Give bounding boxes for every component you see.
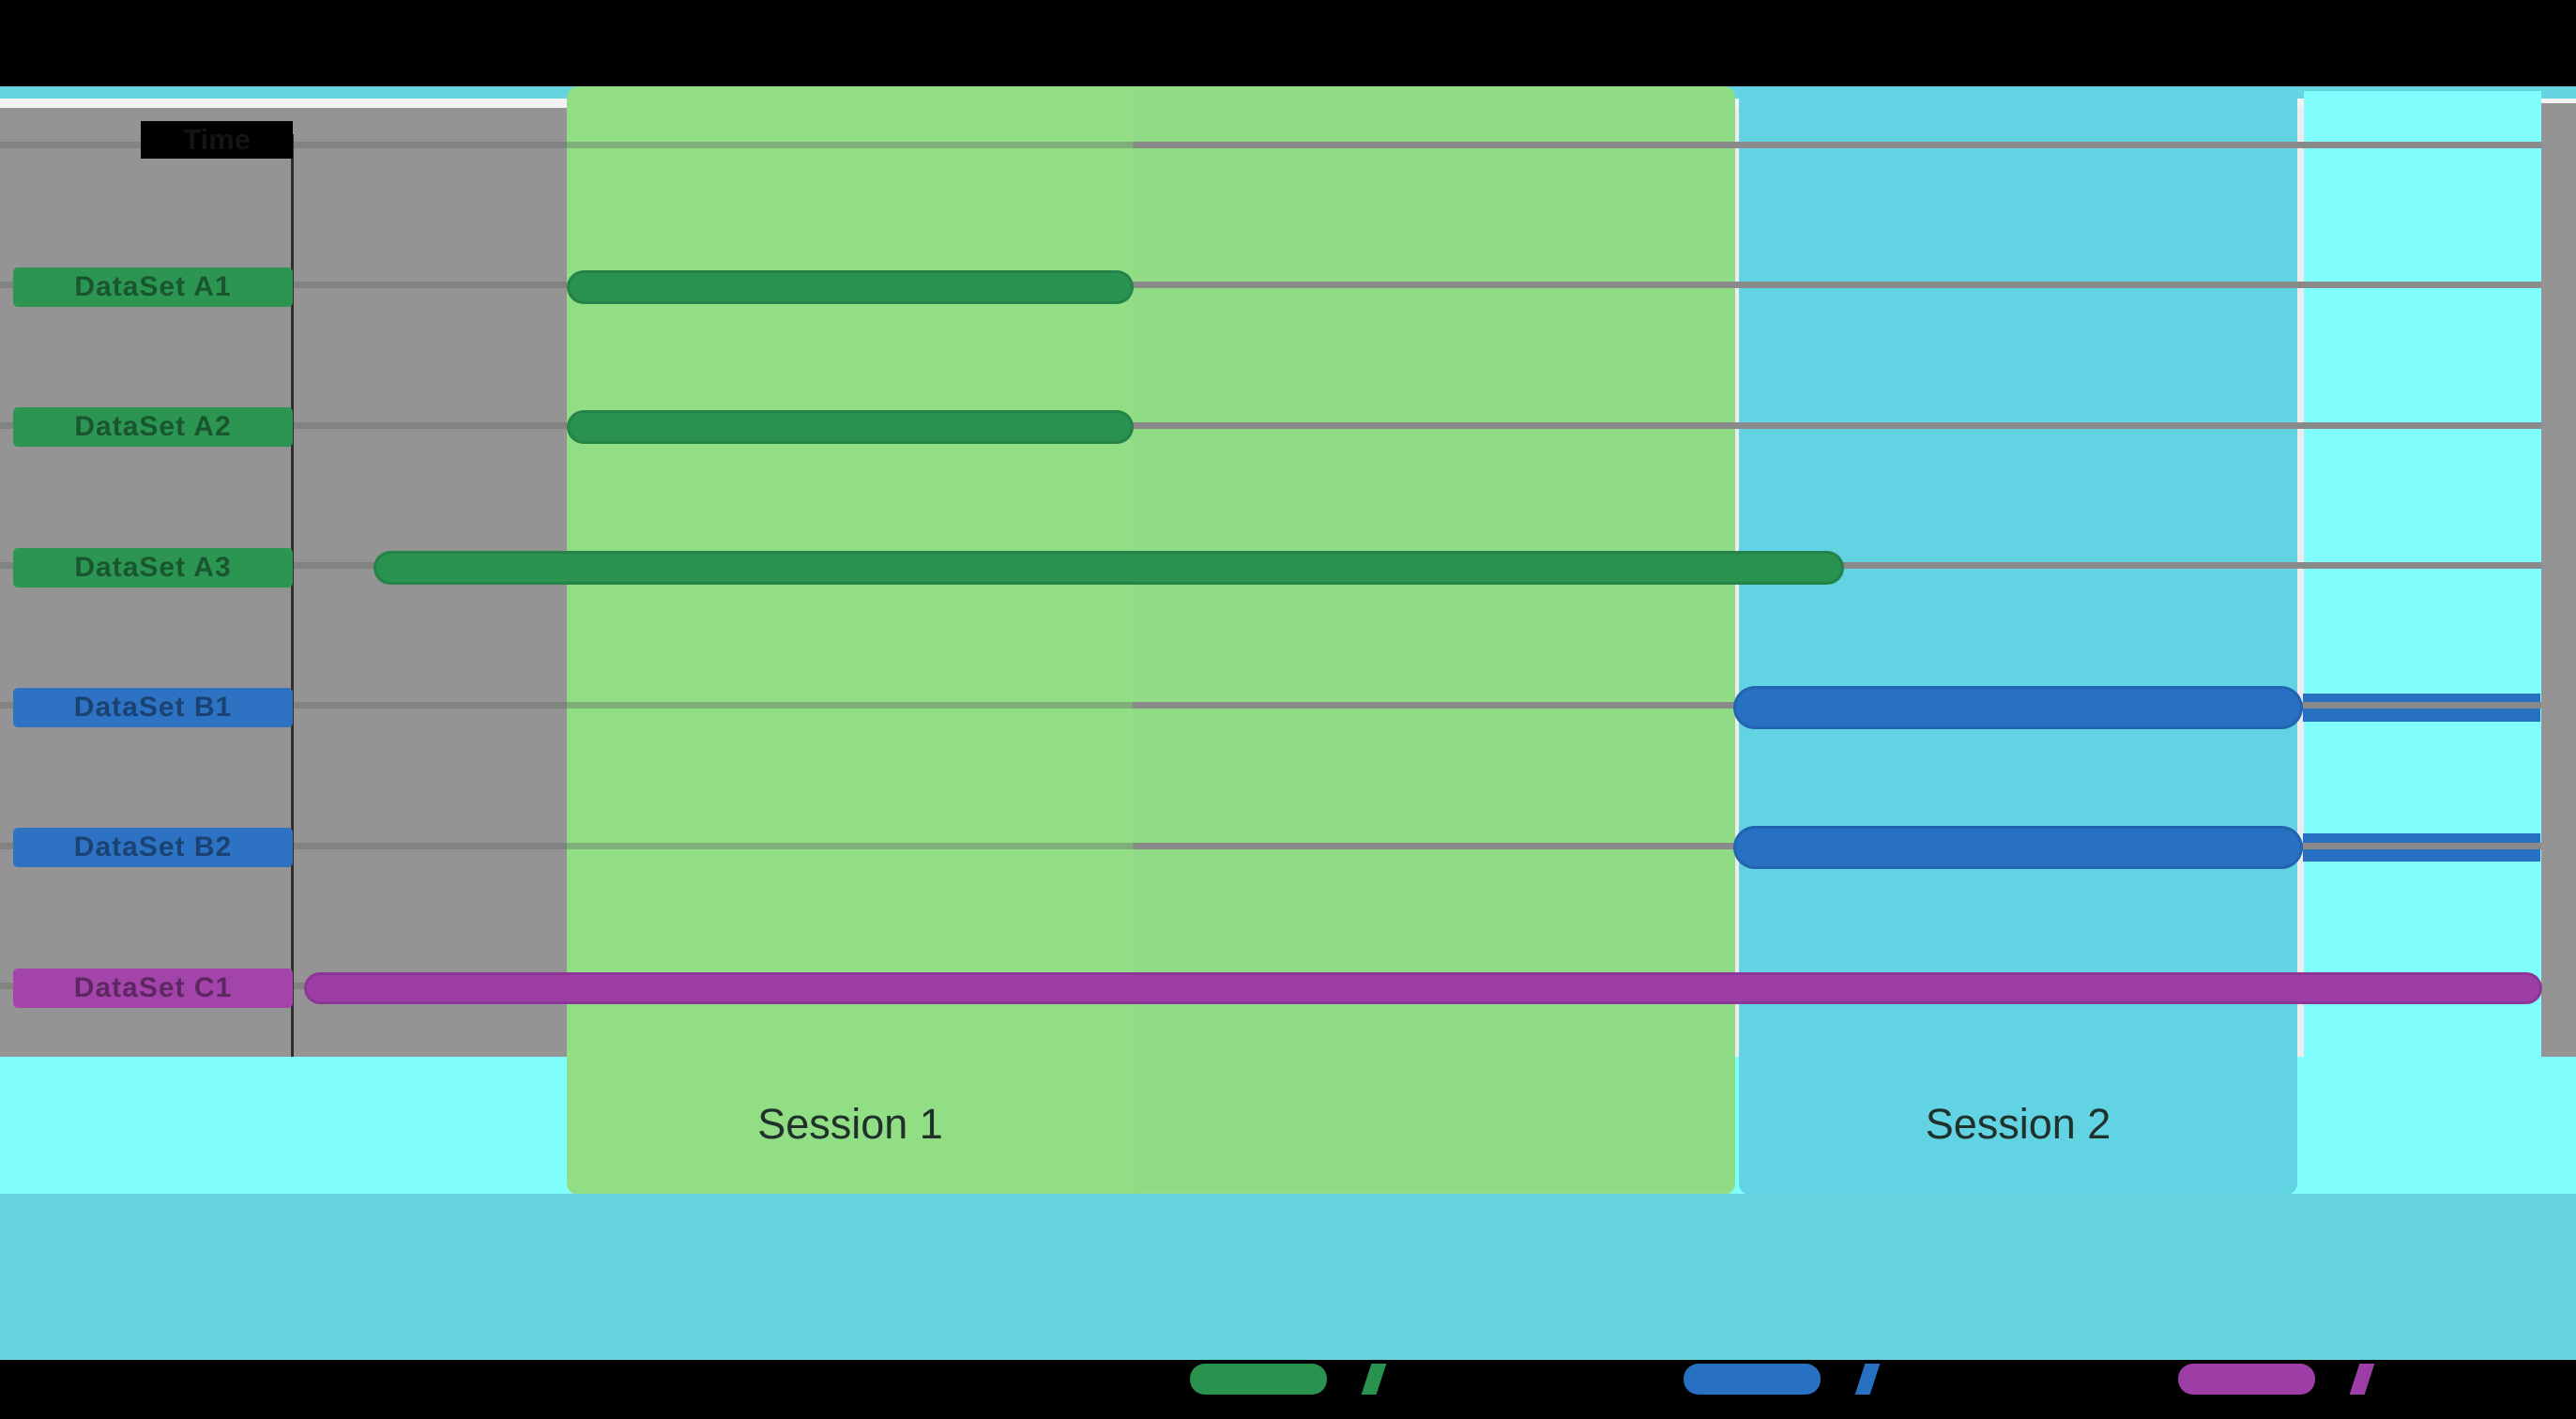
gridline <box>1133 142 2541 148</box>
gridline <box>1133 282 2541 289</box>
row-label-dataset-a1: DataSet A1 <box>13 267 293 307</box>
row-label-dataset-b2: DataSet B2 <box>13 828 293 868</box>
gridline <box>0 702 1133 710</box>
legend-slash-blue-icon <box>1854 1364 1881 1395</box>
session-2-label: Session 2 <box>1925 1100 2111 1148</box>
legend-slash-purple-icon <box>2349 1364 2375 1395</box>
time-axis-label: Time <box>183 123 251 156</box>
task-bar-dataset-c1 <box>303 971 2543 1004</box>
legend-swatch-purple-icon <box>2178 1364 2315 1395</box>
plot-right-gray-column <box>2541 103 2576 1057</box>
row-label-dataset-b1: DataSet B1 <box>13 687 293 727</box>
row-label-dataset-c1: DataSet C1 <box>13 968 293 1008</box>
gridline <box>0 421 1133 429</box>
time-axis-label-box: Time <box>141 121 293 159</box>
session-2-region <box>1739 86 2297 1195</box>
legend-swatch-blue-icon <box>1684 1364 1821 1395</box>
task-bar-dataset-a2 <box>566 410 1134 445</box>
row-label-dataset-a3: DataSet A3 <box>13 547 293 587</box>
task-bar-dataset-b2 <box>1733 826 2304 870</box>
task-bar-dataset-b1 <box>1733 685 2304 729</box>
row-label-dataset-a2: DataSet A2 <box>13 407 293 448</box>
gridline <box>0 142 1133 148</box>
session-1-label: Session 1 <box>757 1100 943 1148</box>
session-1-region-part2 <box>1133 90 1735 1190</box>
gridline <box>0 282 1133 289</box>
task-bar-dataset-a1 <box>566 270 1134 304</box>
legend-item-group-b <box>1684 1364 1890 1395</box>
task-bar-dataset-a3 <box>373 550 1845 585</box>
legend-item-group-a <box>1190 1364 1396 1395</box>
aqua-highlight-column <box>2304 91 2541 1185</box>
gridline <box>0 842 1133 849</box>
bottom-cyan-band <box>0 1194 2576 1360</box>
time-axis-marker-line <box>291 134 294 1057</box>
legend-slash-green-icon <box>1361 1364 1387 1395</box>
legend-item-group-c <box>2178 1364 2385 1395</box>
gridline <box>1133 421 2541 429</box>
legend-swatch-green-icon <box>1190 1364 1327 1395</box>
